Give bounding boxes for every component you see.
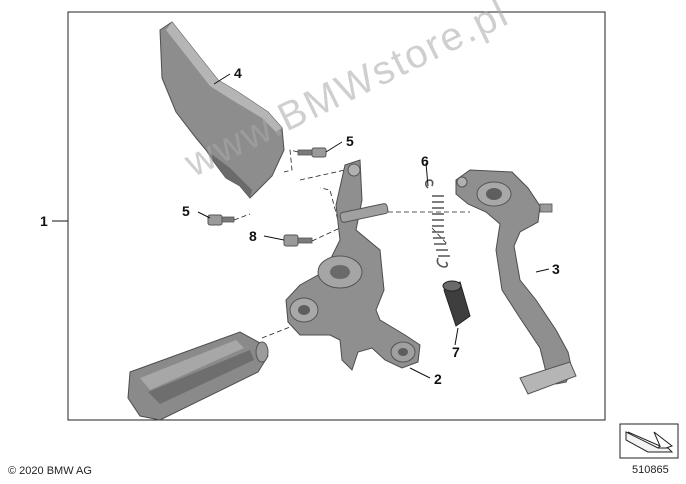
footpeg-part [127, 331, 269, 421]
callout-4: 4 [234, 65, 242, 81]
screw-8 [283, 234, 313, 247]
sleeve-part [442, 280, 471, 327]
callout-1: 1 [40, 213, 48, 229]
diagram-frame [67, 11, 606, 421]
callout-5-left: 5 [182, 203, 190, 219]
callout-3: 3 [552, 261, 560, 277]
screw-5-left [207, 214, 235, 226]
orientation-arrow-icon [619, 423, 679, 459]
callout-8: 8 [249, 228, 257, 244]
callout-7: 7 [452, 344, 460, 360]
assembly-lines [233, 149, 470, 339]
diagram-number: 510865 [632, 464, 669, 476]
heel-guard-part [159, 21, 285, 199]
brake-pedal-part [455, 169, 577, 395]
callout-5-upper: 5 [346, 133, 354, 149]
copyright-text: © 2020 BMW AG [8, 465, 92, 477]
leader-lines [197, 73, 550, 379]
callout-6: 6 [421, 153, 429, 169]
callout-2: 2 [434, 371, 442, 387]
spring-part [425, 179, 450, 268]
footrest-bracket-part [285, 159, 421, 371]
screw-5-upper [297, 147, 327, 158]
